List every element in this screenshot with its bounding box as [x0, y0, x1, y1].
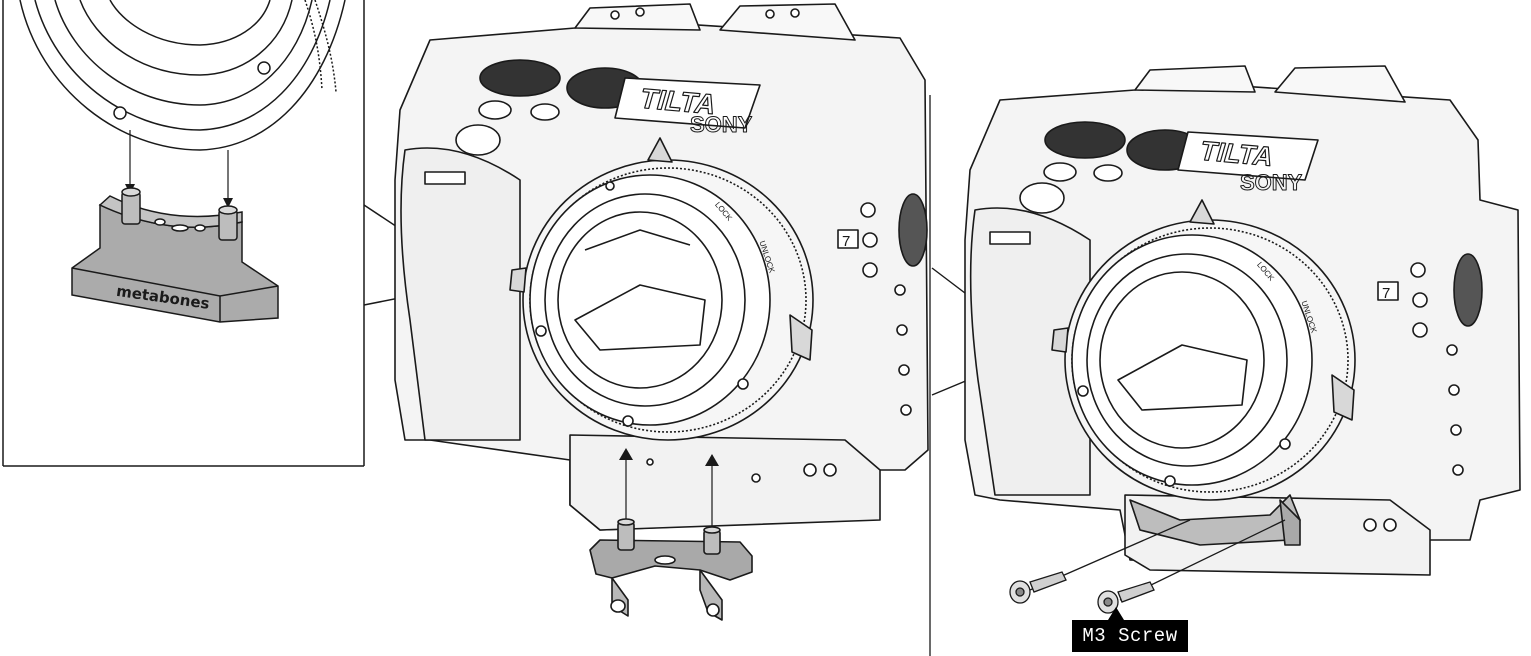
cage-logo: TILTA	[639, 83, 717, 120]
cage-baseplate	[569, 434, 881, 531]
camera-dial	[1044, 121, 1126, 159]
camera-button	[455, 124, 501, 156]
screw	[1009, 571, 1067, 604]
inset-mount-rings	[19, 0, 346, 151]
model-mark: 7	[1382, 285, 1390, 302]
cage-top-right	[719, 3, 856, 41]
cage-top	[574, 3, 701, 31]
camera-logo: SONY	[690, 112, 753, 137]
inset-screw-hole	[113, 106, 127, 120]
mount-adapter-right	[1051, 199, 1356, 546]
screw	[1097, 581, 1155, 614]
support-foot-part	[589, 518, 753, 621]
cage-side-knob	[898, 193, 928, 267]
camera-logo: SONY	[1240, 170, 1303, 195]
inset-support-foot	[71, 187, 279, 323]
inset-arrowhead	[223, 198, 233, 208]
camera-grip	[400, 147, 521, 441]
cage-logo-plate	[614, 77, 761, 129]
camera-button	[1019, 182, 1065, 214]
camera-right: TILTA SONY 7	[964, 65, 1521, 576]
insert-arrowhead	[619, 448, 633, 460]
cage-side-knob	[1453, 253, 1483, 327]
callout-pointer	[1108, 607, 1124, 620]
insert-arrowhead	[705, 454, 719, 466]
inset-screw-hole	[257, 61, 271, 75]
cage-logo: TILTA	[1199, 136, 1274, 172]
camera-grip	[969, 207, 1091, 496]
cage-top	[1134, 65, 1256, 93]
mount-adapter-left	[509, 137, 814, 441]
camera-dial	[479, 59, 561, 97]
cage-top-right	[1274, 65, 1406, 103]
model-mark: 7	[842, 233, 850, 250]
cage-logo-plate	[1177, 131, 1319, 181]
cage-side-holes	[860, 202, 912, 416]
cage-side-holes	[1410, 262, 1464, 476]
m3-screw-label: M3 Screw	[1072, 620, 1188, 652]
camera-left: TILTA SONY 7	[394, 3, 929, 621]
